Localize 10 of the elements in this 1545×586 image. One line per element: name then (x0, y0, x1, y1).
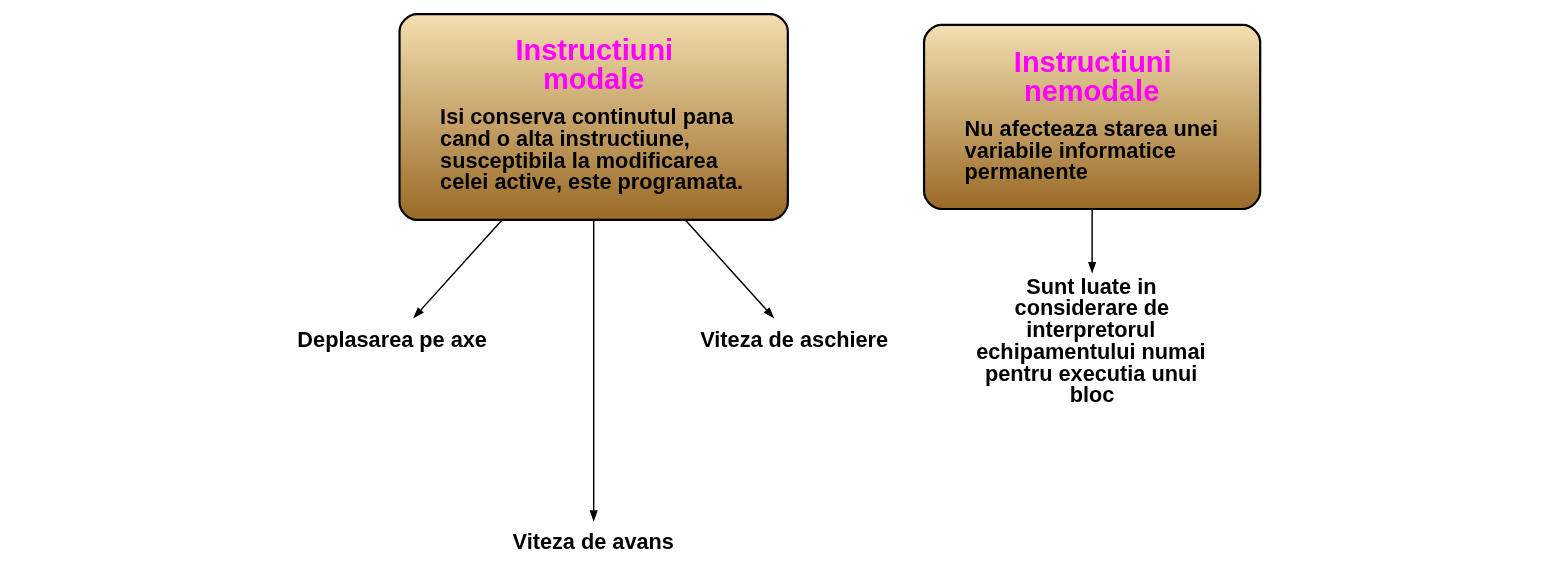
node-text: Viteza de avans (512, 529, 674, 555)
node-text: Deplasarea pe axe (296, 326, 487, 352)
node-text: Sunt luate in considerare de interpretorul echipamentului numai pentru executia unui bloc (975, 273, 1206, 408)
arrow (684, 219, 774, 319)
node-box: Instructiuni nemodale Nu afecteaza starea unei variabile informatice permanente (922, 23, 1261, 211)
arrow (589, 219, 598, 522)
node-box: Instructiuni modale Isi conserva continutul pana cand o alta instructiune, susceptibila la modificarea celei active, este programata. (397, 13, 789, 221)
arrow (412, 219, 503, 319)
arrow (1087, 208, 1096, 274)
node-text: Viteza de aschiere (699, 326, 888, 352)
